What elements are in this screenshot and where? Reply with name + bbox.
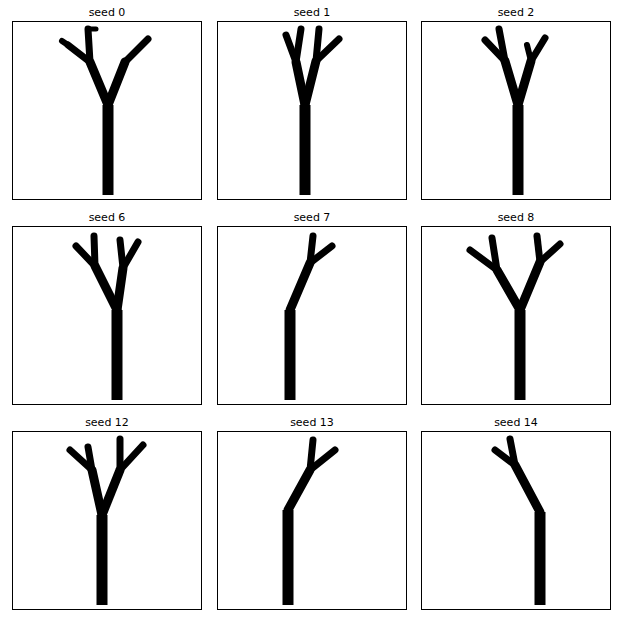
tree-branch bbox=[125, 39, 148, 62]
subplot bbox=[13, 227, 202, 405]
subplot-title: seed 8 bbox=[498, 211, 535, 224]
subplot-title: seed 0 bbox=[89, 6, 126, 19]
subplot bbox=[13, 22, 202, 200]
tree-branch bbox=[305, 61, 316, 105]
tree-branch bbox=[103, 105, 114, 195]
axes-frame bbox=[218, 432, 407, 610]
tree-branch bbox=[527, 45, 531, 61]
subplot bbox=[422, 22, 611, 200]
tree-branch bbox=[310, 246, 332, 263]
tree-branch bbox=[300, 105, 311, 195]
subplot bbox=[422, 227, 611, 405]
tree-branch bbox=[510, 439, 515, 465]
subplot-title: seed 1 bbox=[294, 6, 331, 19]
subplot bbox=[218, 432, 407, 610]
tree-branch bbox=[88, 29, 90, 62]
subplot bbox=[218, 22, 407, 200]
tree-branch bbox=[97, 515, 108, 605]
tree-branch bbox=[518, 61, 531, 105]
tree-branch bbox=[497, 270, 520, 310]
tree-branch bbox=[288, 470, 310, 510]
subplot-title: seed 2 bbox=[498, 6, 535, 19]
tree-branch bbox=[290, 263, 310, 310]
axes-frame bbox=[218, 227, 407, 405]
tree-branch bbox=[90, 62, 108, 105]
tree-branch bbox=[112, 310, 123, 400]
subplot-title: seed 7 bbox=[294, 211, 331, 224]
tree-branch bbox=[117, 268, 123, 310]
tree-branch bbox=[283, 510, 294, 605]
subplot-title: seed 13 bbox=[290, 416, 334, 429]
tree-branch bbox=[499, 29, 505, 61]
tree-branch bbox=[513, 105, 524, 195]
tree-branch bbox=[285, 310, 296, 400]
tree-branch bbox=[492, 238, 497, 270]
tree-branch bbox=[120, 445, 143, 470]
axes-frame bbox=[218, 22, 407, 200]
tree-branch bbox=[515, 465, 540, 512]
tree-branch bbox=[62, 41, 68, 45]
axes-frame bbox=[422, 432, 611, 610]
tree-branch bbox=[540, 244, 560, 262]
subplot-title: seed 6 bbox=[89, 211, 126, 224]
subplot-title: seed 12 bbox=[85, 416, 129, 429]
tree-branch bbox=[296, 29, 301, 62]
axes-frame bbox=[422, 227, 611, 405]
axes-frame bbox=[422, 22, 611, 200]
tree-branch bbox=[310, 450, 335, 470]
subplot bbox=[422, 432, 611, 610]
tree-branch bbox=[520, 262, 540, 310]
tree-branch bbox=[102, 470, 120, 515]
tree-branch bbox=[88, 447, 92, 470]
tree-branch bbox=[515, 310, 526, 400]
axes-frame bbox=[13, 432, 202, 610]
subplot bbox=[13, 432, 202, 610]
tree-branch bbox=[535, 512, 546, 605]
tree-branch bbox=[94, 236, 95, 266]
tree-branch bbox=[316, 39, 339, 61]
axes-frame bbox=[13, 227, 202, 405]
subplot bbox=[218, 227, 407, 405]
axes-frame bbox=[13, 22, 202, 200]
subplot-title: seed 14 bbox=[494, 416, 538, 429]
tree-branch bbox=[108, 62, 125, 105]
tree-branch bbox=[88, 27, 96, 32]
tree-branch bbox=[123, 242, 138, 268]
